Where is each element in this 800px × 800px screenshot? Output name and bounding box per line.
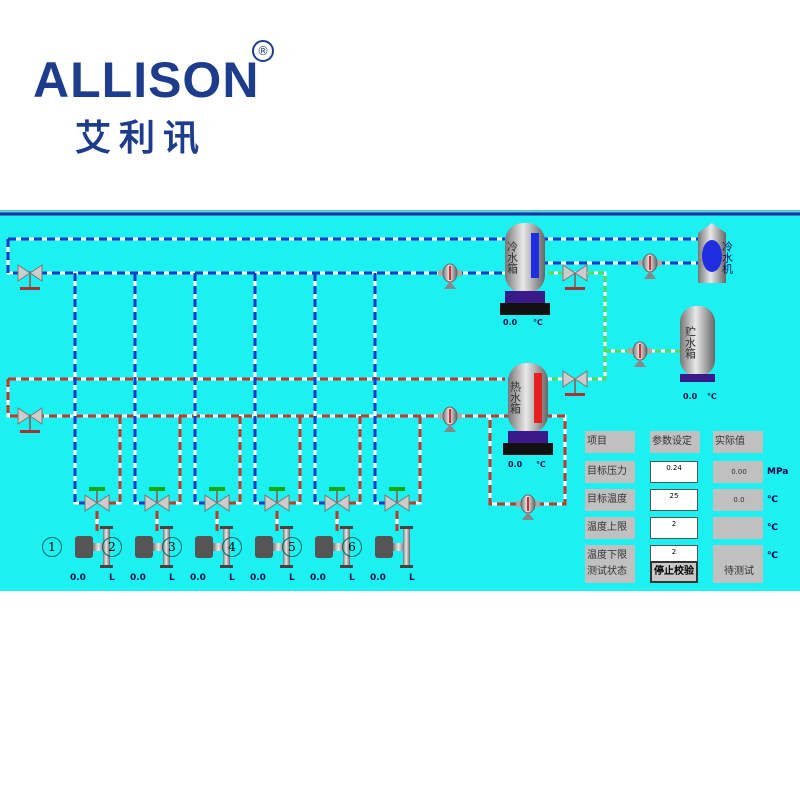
- station-number: 2: [102, 537, 122, 557]
- mixing-valve-4[interactable]: [264, 491, 290, 512]
- row-label: 目标压力: [585, 461, 635, 483]
- mixing-valve-6[interactable]: [384, 491, 410, 512]
- registered-mark: ®: [252, 40, 274, 62]
- hot-water-tank: 热水箱 0.0 ℃: [503, 363, 553, 469]
- station-volume: 0.0: [310, 573, 326, 583]
- hot-supply-pump[interactable]: [438, 406, 462, 432]
- temp-unit: ℃: [533, 318, 543, 327]
- station-unit: L: [169, 573, 175, 583]
- cold-tank-label: 冷水箱: [506, 241, 519, 275]
- cold-mix-valve[interactable]: [562, 264, 588, 290]
- station-unit: L: [289, 573, 295, 583]
- scada-panel: 冷水箱 0.0 ℃ 热水箱 0.0 ℃ 贮水箱 0.0 ℃ 冷水机 1 0.0 …: [0, 210, 800, 591]
- hot-shutoff-valve[interactable]: [17, 407, 43, 433]
- hot-mix-valve[interactable]: [562, 370, 588, 396]
- row-unit: ℃: [767, 551, 778, 561]
- mixing-valve-3[interactable]: [204, 491, 230, 512]
- chiller: 冷水机: [698, 223, 734, 283]
- station-volume: 0.0: [250, 573, 266, 583]
- row-label: 目标温度: [585, 489, 635, 511]
- station-unit: L: [229, 573, 235, 583]
- station-volume: 0.0: [190, 573, 206, 583]
- row-label: 温度上限: [585, 517, 635, 539]
- row-unit: ℃: [767, 495, 778, 505]
- actual-value: 0.00: [713, 461, 763, 483]
- valve-actuator: [209, 487, 225, 491]
- storage-tank-temp: 0.0: [683, 392, 698, 401]
- mixing-valve-2[interactable]: [144, 491, 170, 512]
- setting-input[interactable]: 25: [650, 489, 698, 511]
- station-number: 1: [42, 537, 62, 557]
- hot-tank-label: 热水箱: [509, 381, 522, 415]
- station-unit: L: [409, 573, 415, 583]
- cold-supply-pump[interactable]: [438, 263, 462, 289]
- temp-unit: ℃: [707, 392, 717, 401]
- stop-calibration-button[interactable]: 停止校验: [650, 561, 698, 583]
- status-label: 测试状态: [585, 561, 635, 583]
- valve-actuator: [389, 487, 405, 491]
- row-unit: MPa: [767, 467, 789, 477]
- header-actual: 实际值: [713, 431, 763, 453]
- storage-tank: 贮水箱 0.0 ℃: [680, 306, 717, 401]
- cold-tank-temp: 0.0: [503, 318, 518, 327]
- hot-circulation-pump[interactable]: [516, 494, 540, 520]
- chiller-pump[interactable]: [638, 253, 662, 279]
- row-unit: ℃: [767, 523, 778, 533]
- mixing-valve-1[interactable]: [84, 491, 110, 512]
- cold-pipe: [6, 237, 700, 275]
- chiller-label: 冷水机: [721, 241, 734, 274]
- setting-input[interactable]: 0.24: [650, 461, 698, 483]
- station-unit: L: [349, 573, 355, 583]
- logo-brand: ALLISON: [33, 52, 260, 108]
- valve-actuator: [149, 487, 165, 491]
- station-unit: L: [109, 573, 115, 583]
- setting-input[interactable]: 2: [650, 517, 698, 539]
- storage-tank-label: 贮水箱: [684, 326, 697, 360]
- cold-water-tank: 冷水箱 0.0 ℃: [500, 223, 550, 327]
- actual-value: 0.0: [713, 489, 763, 511]
- status-value: 待测试: [713, 561, 763, 583]
- cold-shutoff-valve[interactable]: [17, 264, 43, 290]
- mixing-valve-5[interactable]: [324, 491, 350, 512]
- hot-pipe: [6, 377, 567, 506]
- station-volume: 0.0: [130, 573, 146, 583]
- logo: ALLISON 艾利讯: [33, 55, 259, 161]
- station-volume: 0.0: [370, 573, 386, 583]
- valve-actuator: [269, 487, 285, 491]
- logo-brand-cn: 艾利讯: [75, 118, 208, 159]
- header-item: 项目: [585, 431, 635, 453]
- station-number: 6: [342, 537, 362, 557]
- temp-unit: ℃: [536, 460, 546, 469]
- actual-value: [713, 517, 763, 539]
- station-number: 4: [222, 537, 242, 557]
- station-volume: 0.0: [70, 573, 86, 583]
- hot-tank-temp: 0.0: [508, 460, 523, 469]
- flow-meter-6: [375, 526, 413, 568]
- station-number: 3: [162, 537, 182, 557]
- hot-branch-pipes: [95, 416, 422, 531]
- valve-actuator: [329, 487, 345, 491]
- header-setting: 参数设定: [650, 431, 700, 453]
- valve-actuator: [89, 487, 105, 491]
- storage-pump[interactable]: [628, 341, 652, 367]
- station-number: 5: [282, 537, 302, 557]
